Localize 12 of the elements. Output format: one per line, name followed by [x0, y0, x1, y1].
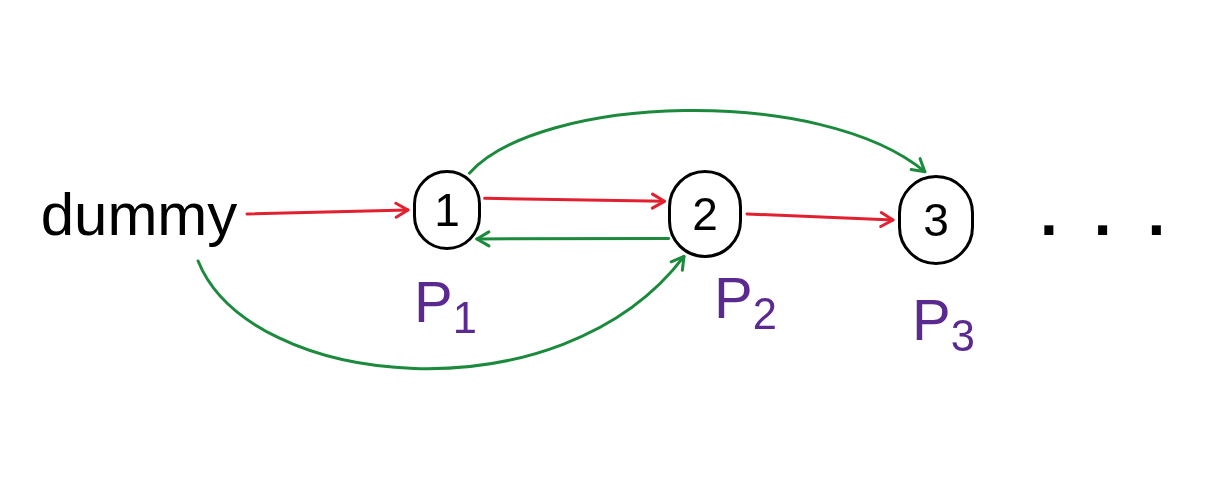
node-caption: P$_{3}$ — [912, 288, 975, 352]
node-number: 1 — [434, 184, 460, 236]
arrow — [483, 192, 666, 210]
arrow — [467, 109, 927, 175]
node-number: 2 — [692, 188, 718, 240]
arrow — [245, 201, 410, 219]
node-caption: P$_{2}$ — [714, 266, 777, 330]
arrow — [745, 211, 895, 228]
node-label: dummy — [36, 172, 242, 256]
ellipsis-label: ... — [1040, 178, 1202, 249]
node-number: 3 — [923, 194, 949, 246]
node-caption: P$_{1}$ — [414, 270, 477, 334]
